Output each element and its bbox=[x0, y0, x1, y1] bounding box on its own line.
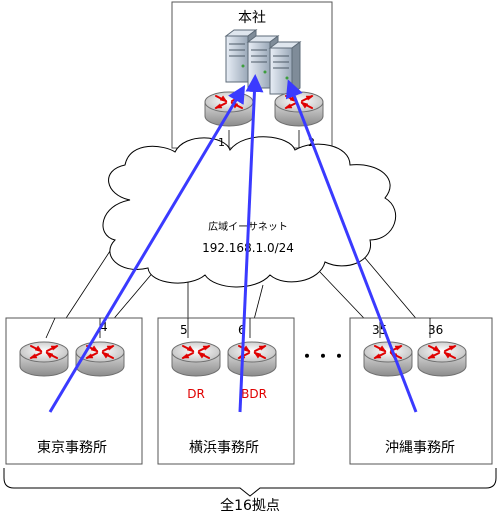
site-name-yokohama: 横浜事務所 bbox=[189, 440, 259, 456]
site-box-okinawa bbox=[349, 317, 493, 465]
router-icon bbox=[19, 341, 69, 377]
hq-router-label-1: 1 bbox=[218, 136, 225, 149]
hq-title: 本社 bbox=[238, 10, 266, 26]
site-name-tokyo: 東京事務所 bbox=[37, 440, 107, 456]
arrow-okinawa-hq bbox=[285, 79, 418, 413]
router-icon bbox=[417, 341, 467, 377]
site-box-tokyo bbox=[5, 317, 143, 465]
router-icon bbox=[171, 341, 221, 377]
yokohama-router-label-2: 6 bbox=[238, 323, 246, 337]
tokyo-router-label-2: 4 bbox=[100, 320, 108, 334]
router-icon bbox=[227, 341, 277, 377]
okinawa-router-label-2: 36 bbox=[428, 323, 443, 337]
ellipsis: ・・・ bbox=[299, 347, 347, 366]
sites-bracket bbox=[3, 468, 497, 497]
site-box-yokohama bbox=[157, 317, 295, 465]
site-name-okinawa: 沖縄事務所 bbox=[385, 440, 455, 456]
total-sites-label: 全16拠点 bbox=[220, 497, 280, 514]
yokohama-role-dr: DR bbox=[187, 387, 205, 401]
arrow-yokohama-hq bbox=[238, 74, 264, 413]
flow-arrows bbox=[48, 74, 418, 413]
yokohama-role-bdr: BDR bbox=[241, 387, 267, 401]
yokohama-router-label-1: 5 bbox=[180, 323, 188, 337]
router-icon bbox=[363, 341, 413, 377]
arrow-tokyo-hq bbox=[48, 84, 246, 413]
